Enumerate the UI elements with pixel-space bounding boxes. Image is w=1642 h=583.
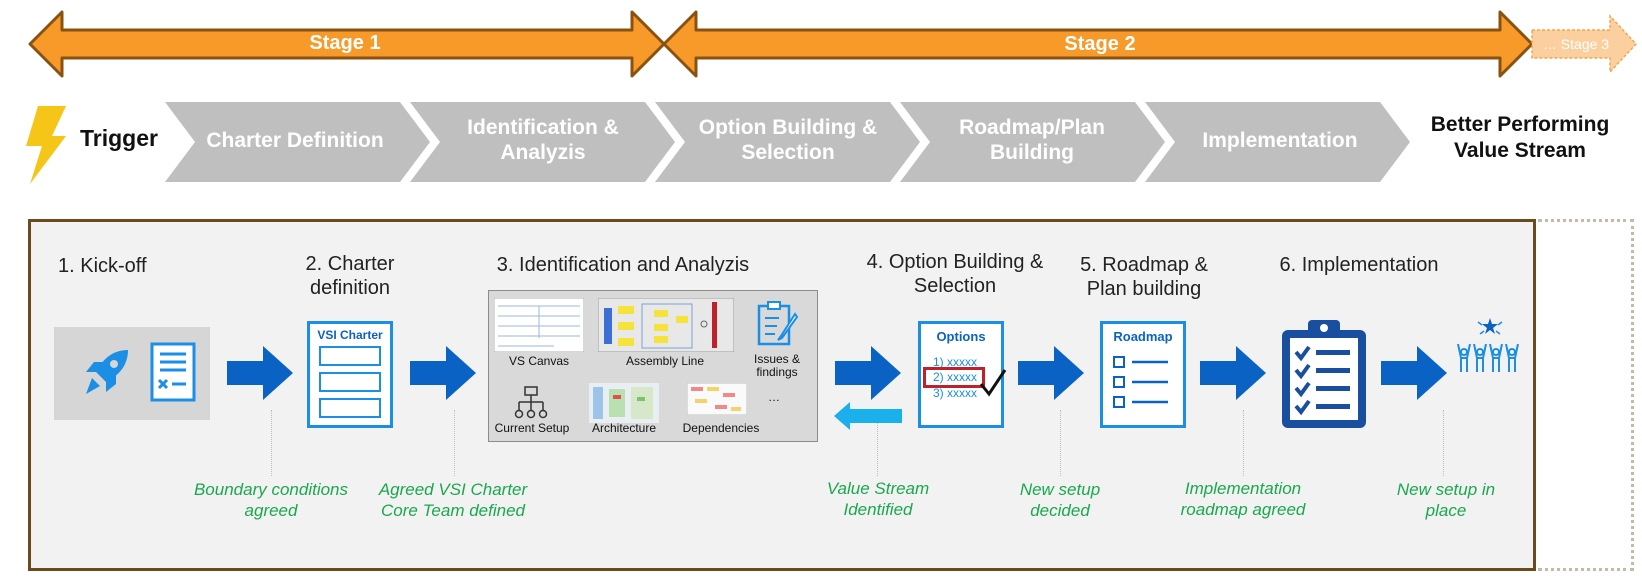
chevron-roadmap	[900, 102, 1165, 182]
outcome-roadmap: Implementation roadmap agreed	[1180, 479, 1306, 519]
assembly-line-thumbnail	[598, 298, 734, 352]
phase-implementation-label: Implementation	[1202, 128, 1358, 152]
phase-identification-label: Identification & Analyzis	[467, 116, 619, 164]
chevron-identification	[410, 102, 675, 182]
step4-title: 4. Option Building & Selection	[866, 251, 1044, 297]
arrow-6	[1381, 346, 1447, 400]
rocket-icon	[86, 350, 128, 394]
phase-roadmap-label: Roadmap/Plan Building	[959, 116, 1105, 164]
lightning-icon	[26, 106, 66, 184]
guide-line-4	[1060, 410, 1061, 476]
arrow-5	[1200, 346, 1266, 400]
stage3-arrow	[1531, 14, 1638, 74]
current-setup-label: Current Setup	[494, 421, 570, 435]
chevron-implementation	[1145, 102, 1410, 182]
charter-field-2	[319, 372, 381, 392]
guide-line-1	[271, 410, 272, 476]
roadmap-list-icon	[1113, 356, 1168, 408]
hierarchy-icon	[514, 386, 548, 419]
vsi-charter-card	[307, 321, 393, 428]
step6-title: 6. Implementation	[1279, 254, 1439, 276]
outcome-charter: Agreed VSI Charter Core Team defined	[378, 480, 528, 520]
option-1: 1) xxxxx	[933, 355, 978, 369]
assembly-line-label: Assembly Line	[625, 354, 705, 368]
charter-field-3	[319, 398, 381, 418]
arrow-2	[410, 346, 476, 400]
chevron-option	[655, 102, 920, 182]
checkmark-icon	[979, 369, 1007, 397]
clipboard-pen-icon	[757, 301, 799, 346]
stage3-panel	[1538, 219, 1634, 571]
vsi-charter-title: VSI Charter	[317, 328, 383, 342]
arrow-3	[835, 346, 901, 400]
stage1-label: Stage 1	[309, 32, 381, 54]
vs-canvas-thumbnail	[494, 298, 584, 352]
step1-title: 1. Kick-off	[58, 255, 147, 277]
guide-line-6	[1443, 410, 1444, 476]
outcome-boundary: Boundary conditions agreed	[193, 480, 349, 520]
arrow-1	[227, 346, 293, 400]
issues-label: Issues & findings	[753, 352, 801, 379]
clipboard-checklist-icon	[1282, 320, 1366, 428]
outcome-setup-decided: New setup decided	[1019, 480, 1101, 520]
roadmap-card	[1100, 321, 1186, 428]
option-2: 2) xxxxx	[933, 370, 978, 384]
arrow-4	[1018, 346, 1084, 400]
option-3: 3) xxxxx	[933, 386, 978, 400]
process-chevrons	[165, 102, 1410, 182]
stage3-label: … Stage 3	[1542, 36, 1610, 52]
step5-title: 5. Roadmap & Plan building	[1080, 254, 1208, 300]
ellipsis-label: …	[768, 390, 780, 404]
outcome-in-place: New setup in place	[1396, 480, 1496, 520]
document-icon	[150, 342, 196, 402]
phase-option-label: Option Building & Selection	[698, 116, 878, 164]
trigger-label: Trigger	[80, 125, 158, 151]
option-2-selected	[923, 367, 985, 388]
guide-line-5	[1243, 410, 1244, 476]
stage2-label: Stage 2	[1064, 33, 1136, 55]
step2-title: 2. Charter definition	[305, 253, 395, 299]
architecture-thumbnail	[589, 383, 659, 423]
result-label: Better Performing Value Stream	[1430, 113, 1610, 162]
guide-line-3	[877, 410, 878, 476]
guide-line-2	[454, 410, 455, 476]
roadmap-title: Roadmap	[1113, 329, 1173, 344]
dependencies-label: Dependencies	[682, 421, 760, 435]
celebrating-team-icon	[1457, 318, 1519, 372]
vs-canvas-label: VS Canvas	[508, 354, 570, 368]
stage-arrows	[28, 10, 1638, 78]
phase-charter-label: Charter Definition	[206, 128, 384, 152]
outcome-value-stream: Value Stream Identified	[826, 479, 930, 519]
charter-field-1	[319, 346, 381, 366]
back-arrow	[834, 402, 902, 430]
chevron-charter	[165, 102, 430, 182]
architecture-label: Architecture	[591, 421, 657, 435]
options-title: Options	[936, 329, 986, 344]
dependencies-thumbnail	[687, 383, 747, 415]
step3-title: 3. Identification and Analyzis	[496, 254, 750, 276]
